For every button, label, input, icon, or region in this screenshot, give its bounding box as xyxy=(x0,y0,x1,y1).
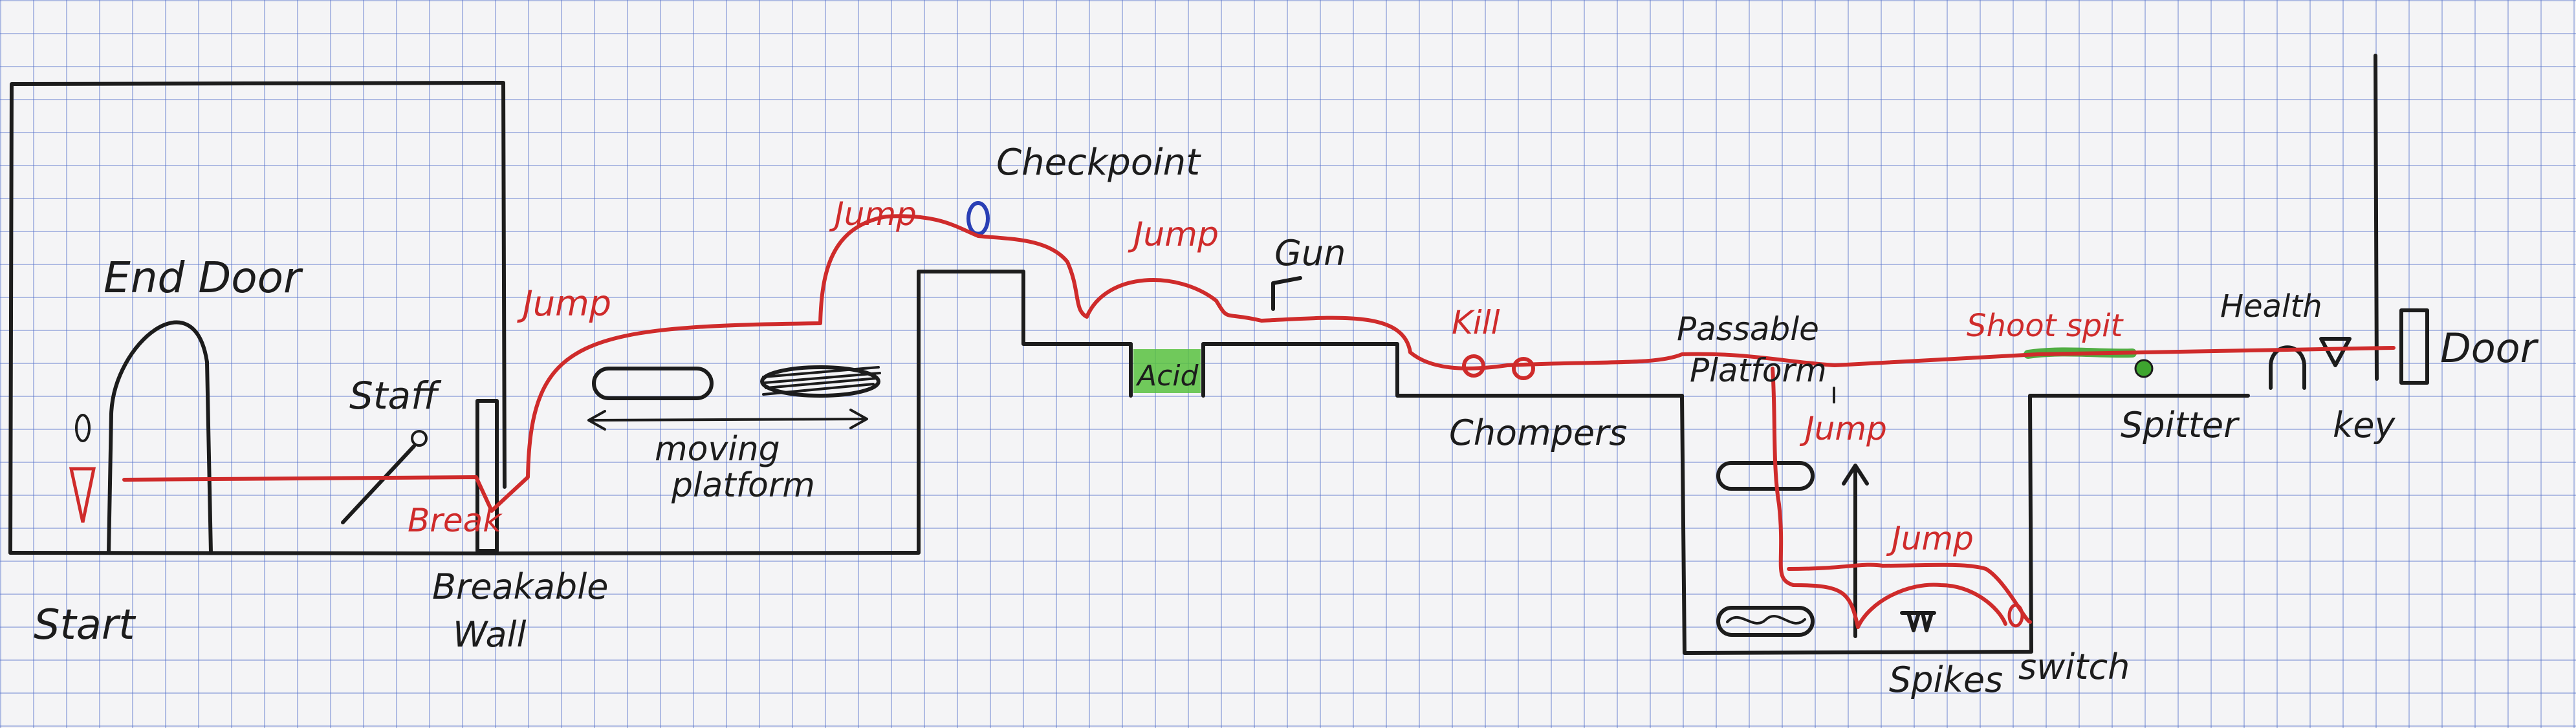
label-door: Door xyxy=(2440,325,2539,372)
staff-orb xyxy=(412,431,426,445)
switch-platform-scribble xyxy=(1727,616,1805,623)
exit-door xyxy=(2401,310,2427,383)
label-checkpoint: Checkpoint xyxy=(996,142,1201,184)
label-acid: Acid xyxy=(1135,359,1199,392)
route-label-jump-1: Jump xyxy=(517,283,611,324)
label-spitter: Spitter xyxy=(2121,405,2240,445)
label-moving-platform-2: platform xyxy=(671,466,815,505)
central-block xyxy=(919,272,1067,344)
label-end-door: End Door xyxy=(104,253,303,303)
label-breakable-wall-2: Wall xyxy=(453,614,527,655)
route-label-jump-4: Jump xyxy=(1799,410,1887,447)
health-icon xyxy=(2271,347,2304,388)
start-key-marker xyxy=(76,415,89,441)
label-start: Start xyxy=(34,601,136,649)
moving-platform-arrow xyxy=(589,410,867,429)
label-gun: Gun xyxy=(1274,233,1346,273)
end-door-arch xyxy=(109,323,211,553)
gun xyxy=(1273,278,1300,309)
switch-icon xyxy=(2009,605,2022,626)
spitter-icon xyxy=(2135,360,2152,377)
chomper-2 xyxy=(1514,359,1533,378)
label-passable-platform-1: Passable xyxy=(1677,310,1819,348)
start-room-outline xyxy=(10,83,505,553)
route-label-jump-3: Jump xyxy=(1128,215,1219,254)
checkpoint-icon xyxy=(968,203,988,234)
exit-wall xyxy=(2375,56,2377,379)
passable-platform xyxy=(1718,463,1813,489)
route-label-jump-2: Jump xyxy=(829,195,917,233)
label-health: Health xyxy=(2220,288,2322,325)
label-passable-platform-2: Platform xyxy=(1690,352,1827,389)
chomper-1 xyxy=(1464,356,1483,376)
route-label-jump-5: Jump xyxy=(1886,520,1974,557)
key-icon xyxy=(2321,339,2350,365)
label-switch: switch xyxy=(2018,647,2130,687)
moving-platform-outline xyxy=(594,369,712,398)
staff xyxy=(343,446,414,522)
label-breakable-wall-1: Breakable xyxy=(432,566,608,607)
route-label-kill: Kill xyxy=(1452,304,1500,341)
spikes-icon xyxy=(1902,613,1934,630)
player-route-main xyxy=(124,216,2394,511)
label-moving-platform-1: moving xyxy=(655,430,780,469)
route-label-shoot-spit: Shoot spit xyxy=(1967,308,2124,344)
route-label-break: Break xyxy=(408,502,503,539)
label-key: key xyxy=(2333,405,2396,445)
label-spikes: Spikes xyxy=(1889,659,2003,700)
mid-ledge xyxy=(1203,344,1682,396)
start-health-marker xyxy=(71,469,94,522)
label-chompers: Chompers xyxy=(1449,412,1627,453)
label-staff: Staff xyxy=(349,374,442,418)
player-route-pit xyxy=(1773,369,2005,627)
